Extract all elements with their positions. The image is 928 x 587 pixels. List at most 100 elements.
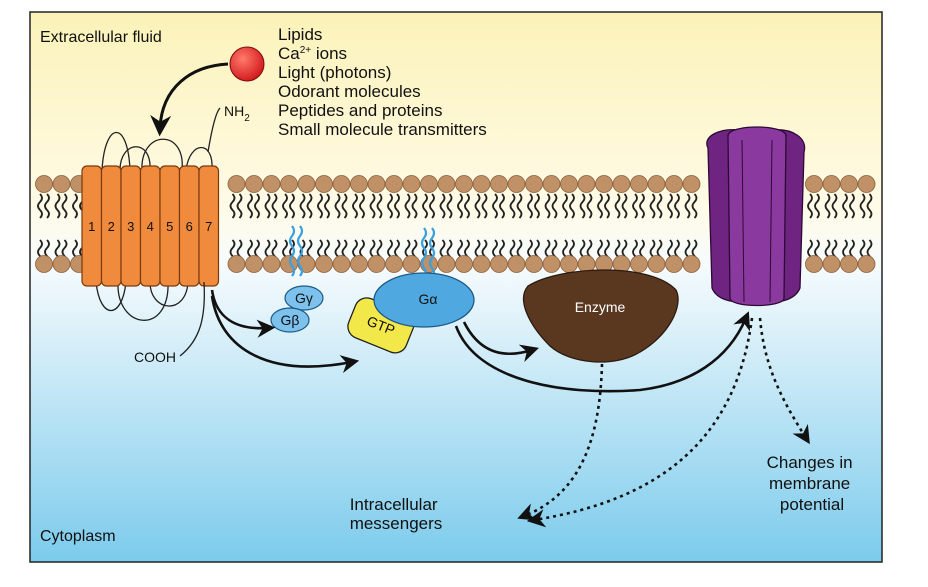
lipid-tail [457, 193, 463, 219]
lipid-tail [639, 193, 645, 219]
lipid-head [402, 175, 421, 193]
lipid-tail [271, 193, 278, 219]
lipid-head [630, 175, 648, 193]
lipid-tail [254, 193, 260, 219]
lipid-tail [544, 193, 551, 219]
potential-label: Changes in membrane potential [767, 453, 858, 514]
lipid-tail [429, 193, 435, 219]
lipid-head [560, 175, 578, 193]
n-terminus-label: NH2 [224, 103, 250, 124]
lipid-tail [866, 193, 873, 219]
lipid-head [35, 175, 53, 193]
helix-number: 7 [205, 219, 212, 234]
lipid-tail [369, 193, 376, 219]
helix-number: 4 [147, 219, 154, 234]
c-terminus-tail [179, 281, 206, 357]
lipid-tail [299, 193, 306, 219]
lipid-tail [674, 193, 680, 219]
lipid-head [822, 255, 841, 273]
lipid-head [472, 255, 491, 273]
lipid-tail [44, 193, 50, 219]
lipid-tail [527, 193, 533, 219]
lipid-tail [534, 193, 540, 219]
receptor-to-galpha-arrow [210, 295, 360, 374]
g-gamma-subunit [284, 285, 324, 311]
lipid-tail [376, 193, 383, 219]
lipid-tail [684, 193, 691, 219]
lipid-head [315, 175, 333, 193]
ion-channel [706, 126, 806, 307]
lipid-head [490, 255, 508, 273]
lipid-head [857, 255, 876, 273]
lipid-tail [387, 193, 393, 219]
lipid-tail [562, 193, 568, 219]
lipid-head [245, 175, 263, 193]
g-alpha-subunit [373, 272, 475, 328]
lipid-tail [499, 193, 505, 219]
lipid-head [52, 175, 71, 193]
lipid-tail [474, 193, 481, 219]
lipid-tail [341, 193, 348, 219]
lipid-tail [859, 193, 866, 219]
lipid-head [525, 175, 543, 193]
lipid-head [437, 175, 456, 193]
lipid-head [297, 255, 316, 273]
lipid-head [805, 255, 823, 273]
lipid-bilayer [35, 175, 876, 273]
lipid-head [682, 255, 701, 273]
lipid-head [280, 175, 298, 193]
lipid-head [315, 255, 333, 273]
receptor-to-gbg-arrow [210, 289, 276, 338]
lipid-tail [551, 193, 558, 219]
lipid-tail [236, 193, 243, 219]
extracellular-label: Extracellular fluid [40, 29, 162, 46]
lipid-head [682, 175, 701, 193]
lipid-head [542, 175, 561, 193]
lipid-head [840, 175, 858, 193]
helix-number: 1 [88, 219, 95, 234]
lipid-head [665, 175, 683, 193]
ligand-ball [229, 46, 265, 82]
lipid-tail [464, 193, 470, 219]
messengers-label: Intracellular messengers [350, 495, 443, 533]
c-terminus-label: COOH [134, 349, 176, 365]
lipid-head [490, 175, 508, 193]
lipid-tail [621, 193, 628, 219]
ligand-binding-arrow [150, 62, 229, 137]
lipid-head [525, 255, 543, 273]
lipid-head [507, 175, 526, 193]
lipid-head [472, 175, 491, 193]
lipid-head [840, 255, 858, 273]
lipid-tail [404, 193, 411, 219]
enzyme-to-messengers-arrow [517, 363, 604, 521]
lipid-head [227, 175, 246, 193]
ligand-item: Ca2+ ions [278, 44, 347, 63]
helix-number: 5 [166, 219, 173, 234]
lipid-tail [842, 193, 848, 219]
lipid-head [857, 175, 876, 193]
lipid-head [665, 255, 683, 273]
lipid-head [350, 255, 368, 273]
lipid-tail [579, 193, 586, 219]
lipid-tail [422, 193, 428, 219]
lipid-head [630, 255, 648, 273]
lipid-tail [439, 193, 446, 219]
cytoplasm-label: Cytoplasm [40, 528, 116, 545]
lipid-tail [317, 193, 323, 219]
lipid-head [805, 175, 823, 193]
lipid-head [52, 255, 71, 273]
lipid-tail [54, 193, 61, 219]
lipid-tail [691, 193, 698, 219]
ligand-item: Small molecule transmitters [278, 120, 487, 139]
lipid-head [367, 255, 386, 273]
lipid-head [262, 175, 281, 193]
lipid-tail [334, 193, 341, 219]
lipid-head [35, 255, 53, 273]
lipid-tail [492, 193, 498, 219]
lipid-tail [824, 193, 831, 219]
ligand-item: Light (photons) [278, 63, 391, 82]
receptor-loops [95, 107, 221, 321]
lipid-tail [656, 193, 663, 219]
lipid-head [350, 175, 368, 193]
